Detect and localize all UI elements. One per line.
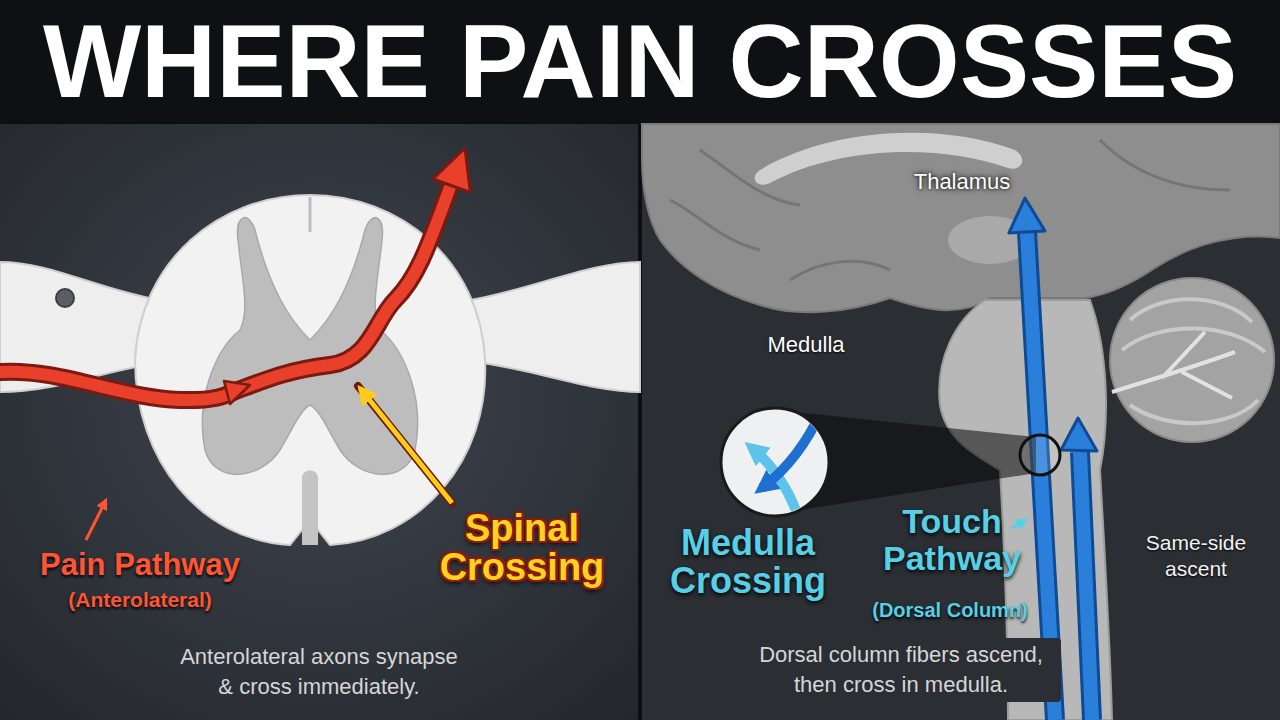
- sulcus: [790, 261, 890, 280]
- caption-text: Anterolateral axons synapse & cross imme…: [174, 642, 464, 702]
- pain-path-outline: [0, 182, 452, 400]
- pathway-subtitle: (Dorsal Column): [865, 599, 1035, 622]
- pathway-subtitle: (Anterolateral): [40, 588, 240, 612]
- right-panel-ground: [642, 124, 1280, 720]
- touch-path: [1080, 452, 1092, 720]
- cerebellum-folia: [1122, 328, 1265, 352]
- crossing-callout: Spinal Crossing: [417, 509, 627, 587]
- annotation: Same-side ascent: [1126, 530, 1266, 583]
- arbor-vitae: [1112, 332, 1235, 398]
- brain: [642, 124, 1280, 720]
- magnifier-target: [1020, 435, 1060, 475]
- pathway-name: Pain Pathway: [20, 547, 260, 583]
- magnifier-lens: [721, 408, 829, 516]
- leader-line: [1012, 520, 1026, 528]
- cerebellum-folia: [1130, 400, 1258, 423]
- touch-arrow-head: [1009, 198, 1045, 233]
- pain-path: [0, 182, 452, 400]
- pain-arrow-head: [433, 148, 471, 192]
- dorsal-root: [470, 262, 640, 392]
- pathway-name: Touch Pathway: [872, 503, 1032, 578]
- caption-text: Dorsal column fibers ascend, then cross …: [741, 638, 1061, 702]
- title-band: [0, 0, 1280, 122]
- pain-pathway-arrow: [0, 148, 470, 404]
- structure-name: Thalamus: [902, 169, 1022, 194]
- touch-arrow-head: [1061, 418, 1097, 451]
- sulcus: [1100, 140, 1230, 190]
- lens-content: [752, 410, 822, 522]
- title: WHERE PAIN CROSSES: [43, 0, 1237, 122]
- root-ganglion: [56, 289, 74, 307]
- sulcus: [670, 200, 760, 250]
- pain-arrow-head: [224, 381, 250, 404]
- leader-line: [86, 500, 106, 540]
- dorsal-sulcus: [309, 197, 312, 232]
- leader-outline: [358, 386, 452, 503]
- ventral-fissure: [302, 471, 318, 546]
- structure-name: Medulla: [751, 332, 861, 357]
- cerebellum-folia: [1130, 299, 1252, 322]
- leader-line: [360, 388, 452, 503]
- crossing-callout: Medulla Crossing: [648, 524, 848, 600]
- touch-panel: Dorsal column fibers ascend, then cross …: [642, 124, 1280, 720]
- pain-panel: Anterolateral axons synapse & cross imme…: [0, 124, 638, 720]
- grey-matter: [202, 218, 417, 475]
- left-panel-ground: [0, 124, 638, 720]
- cerebellum: [1110, 278, 1274, 442]
- touch-path-outline: [1080, 452, 1092, 720]
- crossing-fiber: [762, 410, 822, 488]
